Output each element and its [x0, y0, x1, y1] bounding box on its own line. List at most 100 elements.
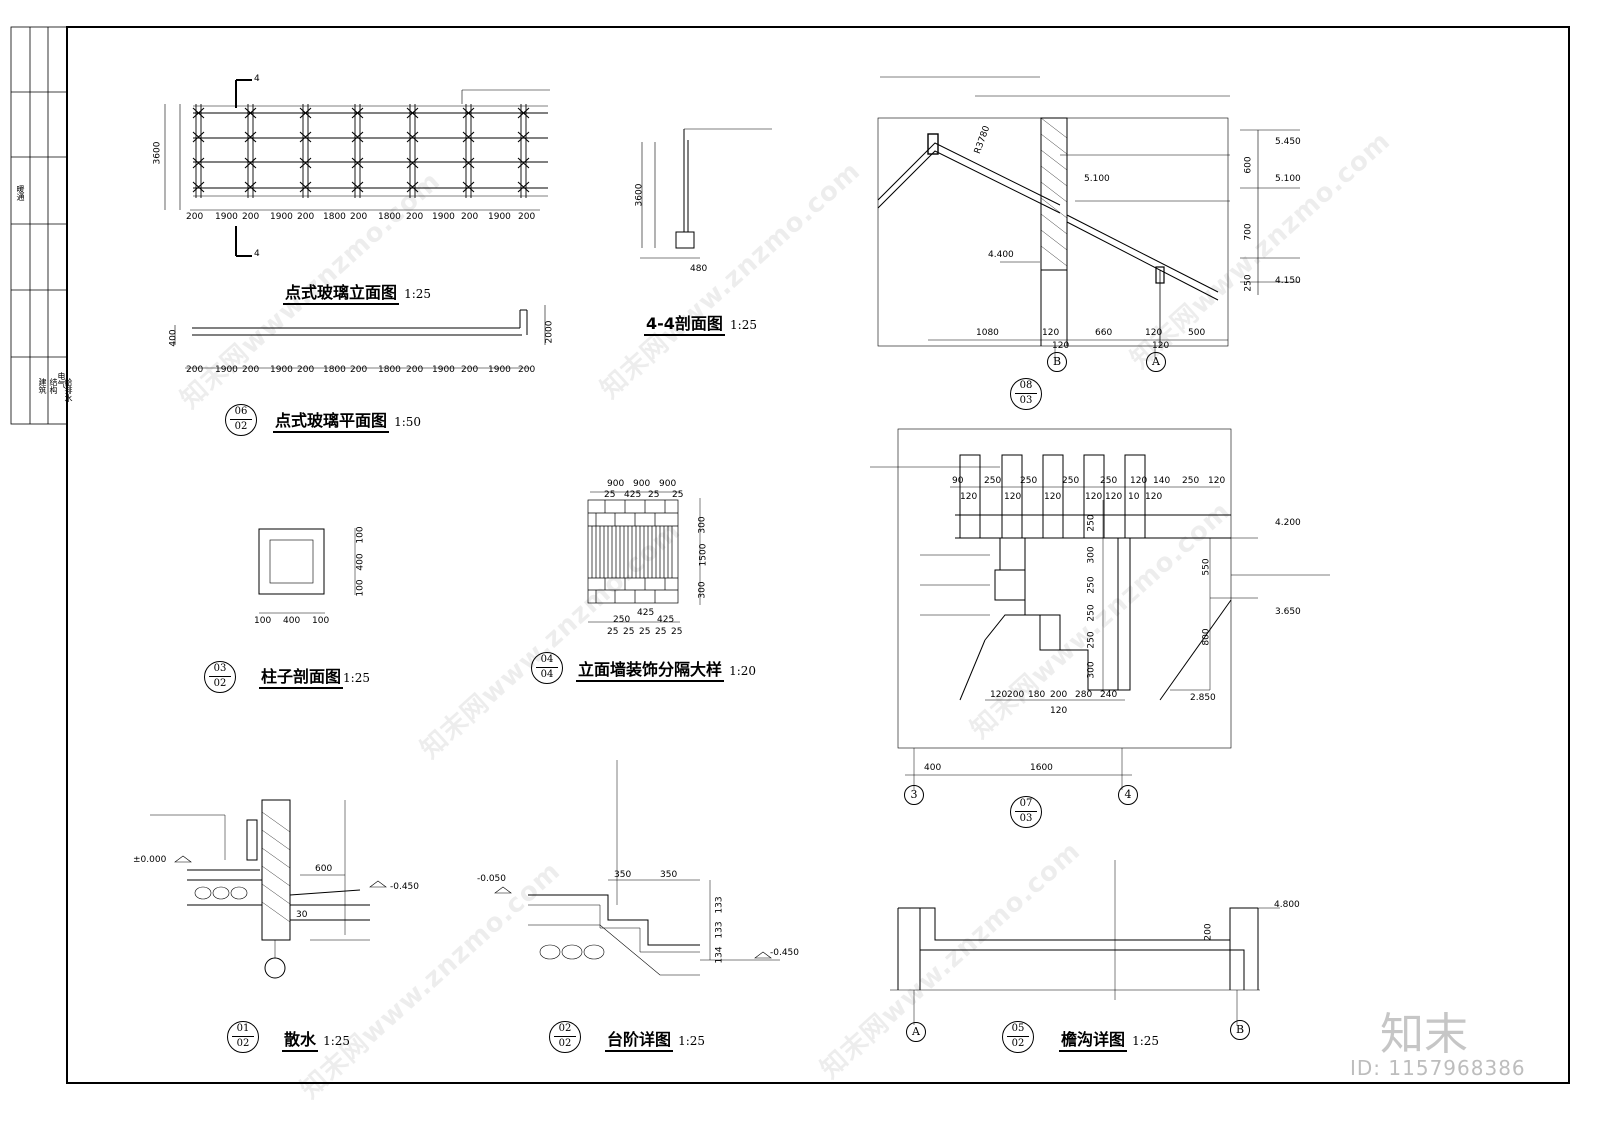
- elevation-title-wrap: 点式玻璃立面图 1:25: [283, 279, 432, 305]
- elevation-height-dim: 3600: [152, 141, 163, 165]
- elevation-bay-dim: 200: [518, 212, 536, 222]
- ref-bottom: 02: [558, 1038, 572, 1049]
- steps-title-wrap: 台阶详图 1:25: [605, 1026, 706, 1052]
- eave-subdim-2: 120: [1152, 341, 1170, 351]
- eave-ref-circle: 08 03: [1010, 378, 1042, 410]
- ref-bottom: 04: [540, 669, 554, 680]
- stair-vertical-dim: 250: [1086, 631, 1097, 649]
- steps-level-right: -0.450: [770, 948, 800, 958]
- steps-tread-dim-2: 350: [660, 870, 678, 880]
- ref-bottom: 02: [236, 1038, 250, 1049]
- plan-title-wrap: 点式玻璃平面图 1:50: [273, 407, 422, 433]
- ref-top: 07: [1015, 797, 1037, 812]
- stair-sub-dim: 120: [960, 492, 978, 502]
- plan-dim: 200: [461, 365, 479, 375]
- eave-subdim-1: 120: [1052, 341, 1070, 351]
- apron-title: 散水: [282, 1030, 319, 1052]
- stair-right-dim-2: 800: [1201, 628, 1212, 646]
- stair-section-drawing: [870, 428, 1330, 790]
- gutter-level: 4.800: [1274, 900, 1300, 910]
- elevation-bay-dim: 200: [406, 212, 424, 222]
- steps-level-left: -0.050: [477, 874, 507, 884]
- stair-bottom-dim: 280: [1075, 690, 1093, 700]
- stair-level-3: 2.850: [1190, 693, 1216, 703]
- elevation-bay-dim: 1900: [270, 212, 293, 222]
- axis-bubble-4: 4: [1118, 785, 1138, 805]
- section44-base-dim: 480: [690, 264, 708, 274]
- decor-bottom-sub-3: 25: [639, 627, 651, 637]
- glass-plan-drawing: [174, 305, 546, 369]
- column-section-title: 柱子剖面图: [259, 667, 344, 689]
- discipline-structure: 结构: [49, 378, 58, 394]
- stair-sub-dim: 120: [1044, 492, 1062, 502]
- gutter-title-wrap: 檐沟详图 1:25: [1059, 1026, 1159, 1052]
- stair-vertical-dim: 300: [1086, 546, 1097, 564]
- decor-bottom-sub-5: 25: [671, 627, 683, 637]
- column-dim-h-1: 100: [254, 616, 272, 626]
- decor-ref-circle: 04 04: [531, 652, 563, 684]
- stair-top-dim: 120: [1130, 476, 1148, 486]
- eave-inner-level: 5.100: [1084, 174, 1110, 184]
- decor-vdim-1: 300: [697, 516, 708, 534]
- gutter-depth-dim: 200: [1203, 923, 1214, 941]
- stair-level-2: 3.650: [1275, 607, 1301, 617]
- eave-level-2: 5.100: [1275, 174, 1301, 184]
- plan-ref-circle: 06 02: [225, 404, 257, 436]
- discipline-electrical: 电气: [57, 372, 66, 388]
- elevation-bay-dim: 1800: [378, 212, 401, 222]
- glass-plan-scale: 1:50: [394, 415, 422, 429]
- ref-bottom: 03: [1019, 395, 1033, 406]
- wall-decor-drawing: [587, 491, 701, 623]
- ref-top: 08: [1015, 379, 1037, 394]
- decor-bottom-sub-1: 25: [607, 627, 619, 637]
- plan-dim: 200: [350, 365, 368, 375]
- steps-rise-dim-1: 133: [714, 896, 725, 914]
- axis-bubble-a: A: [906, 1022, 926, 1042]
- column-dim-v-1: 100: [355, 526, 366, 544]
- decor-vdim-3: 300: [697, 581, 708, 599]
- column-ref-circle: 03 02: [204, 661, 236, 693]
- steps-rise-dim-2: 133: [714, 921, 725, 939]
- axis-bubble-b: B: [1047, 352, 1067, 372]
- gutter-drawing: [890, 860, 1280, 1025]
- plan-dim: 1800: [378, 365, 401, 375]
- steps-scale: 1:25: [678, 1034, 706, 1048]
- axis-bubble-3: 3: [904, 785, 924, 805]
- elevation-bay-dim: 1900: [432, 212, 455, 222]
- decor-top-sub-3: 25: [648, 490, 660, 500]
- ref-bottom: 02: [234, 421, 248, 432]
- glass-elevation-title: 点式玻璃立面图: [283, 283, 400, 305]
- ref-top: 01: [232, 1022, 254, 1037]
- stair-bottom-subdim: 120: [1050, 706, 1068, 716]
- section44-title-wrap: 4-4剖面图 1:25: [644, 310, 757, 336]
- ref-top: 02: [554, 1022, 576, 1037]
- apron-drawing: [150, 799, 387, 979]
- elevation-bay-dim: 1800: [323, 212, 346, 222]
- plan-dim: 200: [297, 365, 315, 375]
- stair-bottom-dim: 180: [1028, 690, 1046, 700]
- section-4-4-drawing: [640, 128, 772, 259]
- wall-decor-scale: 1:20: [729, 664, 757, 678]
- column-dim-h-3: 100: [312, 616, 330, 626]
- decor-bottom-sub-2: 25: [623, 627, 635, 637]
- plan-dim: 200: [518, 365, 536, 375]
- stair-top-dim: 120: [1208, 476, 1226, 486]
- elevation-bay-dim: 200: [350, 212, 368, 222]
- column-dim-v-2: 400: [355, 553, 366, 571]
- eave-vdim-1: 600: [1243, 156, 1254, 174]
- ref-top: 06: [230, 405, 252, 420]
- stair-right-dim-1: 550: [1201, 558, 1212, 576]
- decor-title-wrap: 立面墙装饰分隔大样 1:20: [576, 656, 757, 682]
- apron-ref-circle: 01 02: [227, 1021, 259, 1053]
- glass-elevation-scale: 1:25: [404, 287, 432, 301]
- column-section-scale: 1:25: [343, 671, 370, 685]
- section-cut-mark-top: 4: [254, 74, 260, 84]
- apron-level-left: ±0.000: [133, 855, 167, 865]
- plan-dim: 1800: [323, 365, 346, 375]
- plan-dim: 200: [242, 365, 260, 375]
- eave-dim: 1080: [976, 328, 999, 338]
- apron-thick-dim: 30: [296, 910, 308, 920]
- stair-sub-dim: 120: [1004, 492, 1022, 502]
- stair-top-dim: 250: [1100, 476, 1118, 486]
